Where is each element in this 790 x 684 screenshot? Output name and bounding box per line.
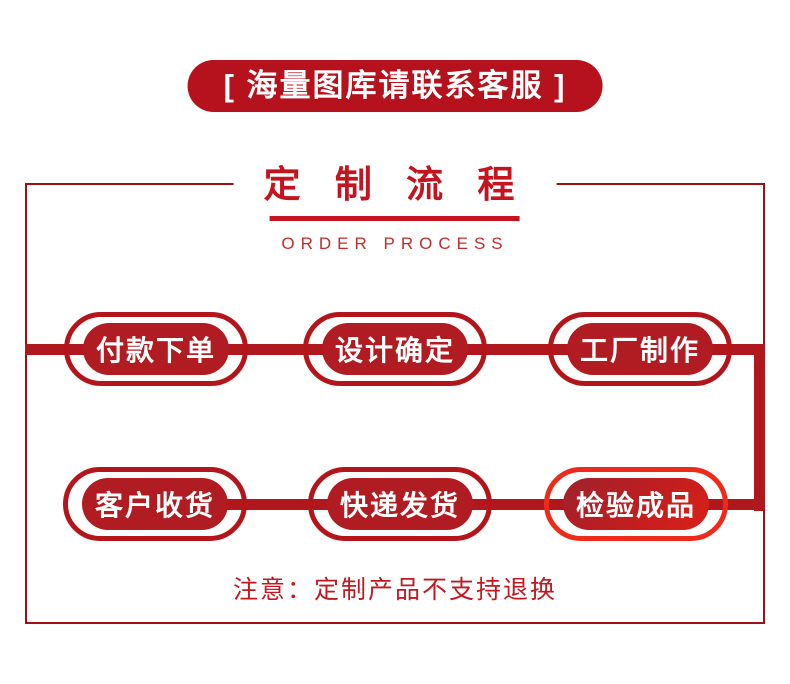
flow-connector-right xyxy=(754,344,765,511)
flow-step-label: 工厂制作 xyxy=(567,323,713,375)
flow-step-design: 设计确定 xyxy=(303,312,487,386)
flow-step-shipping: 快递发货 xyxy=(308,467,492,541)
flow-step-label: 快递发货 xyxy=(327,478,473,530)
flow-step-label: 设计确定 xyxy=(322,323,468,375)
flow-step-inspect: 检验成品 xyxy=(544,467,728,541)
section-header: 定 制 流 程 ORDER PROCESS xyxy=(233,150,557,254)
flow-step-label: 付款下单 xyxy=(83,323,229,375)
contact-service-banner[interactable]: [ 海量图库请联系客服 ] xyxy=(187,60,603,112)
section-subtitle: ORDER PROCESS xyxy=(281,234,509,253)
flow-step-payment: 付款下单 xyxy=(64,312,248,386)
section-title: 定 制 流 程 xyxy=(263,164,527,205)
return-policy-note: 注意：定制产品不支持退换 xyxy=(232,576,557,604)
flow-step-factory: 工厂制作 xyxy=(548,312,732,386)
flow-step-receive: 客户收货 xyxy=(63,467,247,541)
flow-step-label: 客户收货 xyxy=(82,478,228,530)
title-underline xyxy=(270,216,520,221)
flow-step-label: 检验成品 xyxy=(563,478,709,530)
